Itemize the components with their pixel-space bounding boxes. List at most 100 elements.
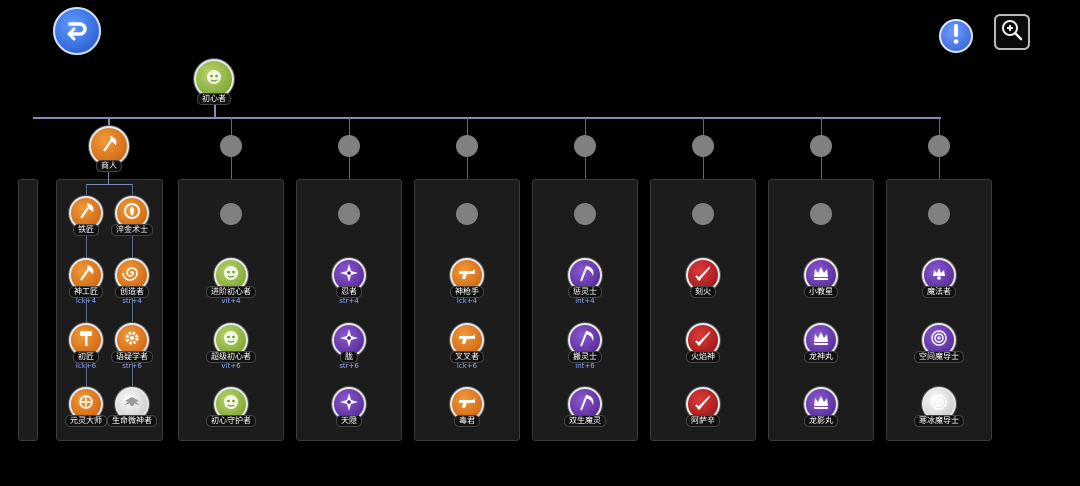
empty-job-slot <box>338 135 360 157</box>
scythe-icon <box>574 262 596 288</box>
job-label: 铁匠 <box>73 224 99 236</box>
empty-job-slot <box>692 203 714 225</box>
empty-job-slot <box>810 203 832 225</box>
empty-job-slot <box>692 135 714 157</box>
job-label: 初心者 <box>197 93 231 105</box>
job-label: 初匠 <box>73 351 99 363</box>
root-connector <box>214 100 216 118</box>
scythe-icon <box>574 391 596 417</box>
job-label: 火焰神 <box>686 351 720 363</box>
job-label: 叉叉者 <box>450 351 484 363</box>
axe-icon <box>75 262 97 288</box>
axe-icon <box>98 133 120 159</box>
branch1-split <box>86 184 132 185</box>
beginner-face-icon <box>220 391 242 417</box>
back-arrow-icon <box>64 16 90 46</box>
sword-icon <box>692 391 714 417</box>
gun-icon <box>456 327 478 353</box>
branch1-stem <box>108 170 109 185</box>
stat-requirement: lck+6 <box>75 362 97 370</box>
branch1-right-line <box>132 184 133 414</box>
stat-requirement: lck+4 <box>75 297 97 305</box>
magic-swirl-icon <box>928 391 950 417</box>
job-label: 寒冰魔导士 <box>914 415 964 427</box>
job-label: 超级初心者 <box>206 351 256 363</box>
empty-job-slot <box>574 203 596 225</box>
magic-swirl-icon <box>928 327 950 353</box>
job-label: 惩灵士 <box>568 286 602 298</box>
job-label: 刻火 <box>690 286 716 298</box>
magic-crown-icon <box>928 262 950 288</box>
stat-requirement: vit+6 <box>221 362 241 370</box>
stat-requirement: int+6 <box>575 362 595 370</box>
empty-job-slot <box>574 135 596 157</box>
job-label: 龙神丸 <box>804 351 838 363</box>
stat-requirement: str+6 <box>122 362 142 370</box>
scythe-icon <box>574 327 596 353</box>
stat-requirement: str+6 <box>339 362 359 370</box>
stat-requirement: vit+4 <box>221 297 241 305</box>
job-label: 神工匠 <box>69 286 103 298</box>
shuriken-icon <box>338 262 360 288</box>
job-label: 毒君 <box>454 415 480 427</box>
job-label: 进阶初心者 <box>206 286 256 298</box>
empty-job-slot <box>810 135 832 157</box>
shuriken-icon <box>338 327 360 353</box>
axe-icon <box>75 200 97 226</box>
job-label: 双生魔灵 <box>564 415 606 427</box>
job-label: 商人 <box>96 160 122 172</box>
stat-requirement: lck+4 <box>456 297 478 305</box>
job-label: 小教星 <box>804 286 838 298</box>
branch1-left-line <box>86 184 87 414</box>
zoom-in-button[interactable] <box>994 14 1030 50</box>
back-button[interactable] <box>53 7 101 55</box>
hammer-icon <box>75 327 97 353</box>
job-label: 胧 <box>340 351 358 363</box>
exclamation-icon <box>950 23 962 49</box>
empty-job-slot <box>928 203 950 225</box>
empty-job-slot <box>928 135 950 157</box>
job-label: 语疑学者 <box>111 351 153 363</box>
job-label: 龙影丸 <box>804 415 838 427</box>
job-label: 神枪手 <box>450 286 484 298</box>
gun-icon <box>456 391 478 417</box>
job-label: 初心守护者 <box>206 415 256 427</box>
crown-icon <box>810 327 832 353</box>
stat-requirement: str+4 <box>122 297 142 305</box>
job-label: 魔法者 <box>922 286 956 298</box>
job-label: 空间魔导士 <box>914 351 964 363</box>
wings-icon <box>121 391 143 417</box>
flame-icon <box>121 200 143 226</box>
empty-job-slot <box>338 203 360 225</box>
beginner-face-icon <box>220 262 242 288</box>
sword-icon <box>692 262 714 288</box>
beginner-face-icon <box>220 327 242 353</box>
info-button[interactable] <box>939 19 973 53</box>
main-branch-line <box>33 117 941 119</box>
gun-icon <box>456 262 478 288</box>
empty-job-slot <box>220 135 242 157</box>
job-label: 生命微神者 <box>107 415 157 427</box>
beginner-face-icon <box>203 66 225 92</box>
crown-icon <box>810 391 832 417</box>
job-label: 元灵大师 <box>65 415 107 427</box>
stat-requirement: str+4 <box>339 297 359 305</box>
spiral-icon <box>121 262 143 288</box>
offscreen-branch-panel <box>18 179 38 441</box>
crown-icon <box>810 262 832 288</box>
stat-requirement: int+4 <box>575 297 595 305</box>
sword-icon <box>692 327 714 353</box>
shuriken-icon <box>338 391 360 417</box>
empty-job-slot <box>220 203 242 225</box>
stat-requirement: lck+6 <box>456 362 478 370</box>
gear-icon <box>121 327 143 353</box>
job-label: 阿萨辛 <box>686 415 720 427</box>
job-label: 创造者 <box>115 286 149 298</box>
job-label: 淬金术士 <box>111 224 153 236</box>
job-label: 忍者 <box>336 286 362 298</box>
branch1-connector <box>108 118 110 130</box>
empty-job-slot <box>456 203 478 225</box>
zoom-in-icon <box>1000 18 1024 46</box>
orb-icon <box>75 391 97 417</box>
job-label: 搬灵士 <box>568 351 602 363</box>
